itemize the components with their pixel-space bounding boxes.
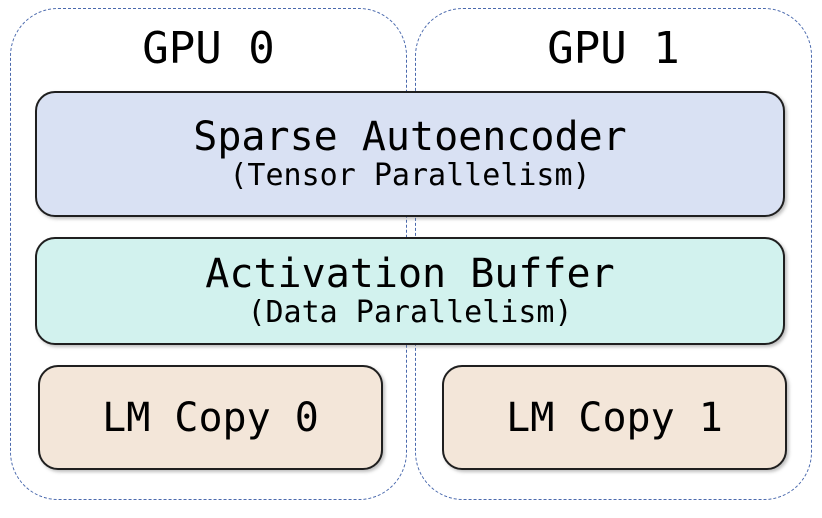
sparse-autoencoder-subtitle: (Tensor Parallelism) — [229, 157, 591, 193]
activation-buffer-title: Activation Buffer — [205, 251, 615, 298]
activation-buffer-subtitle: (Data Parallelism) — [247, 294, 573, 330]
gpu-0-label: GPU 0 — [142, 23, 275, 74]
lm-copy-0-block: LM Copy 0 — [38, 365, 383, 470]
gpu-0-container: GPU 0 — [10, 8, 407, 500]
lm-copy-1-block: LM Copy 1 — [442, 365, 787, 470]
sparse-autoencoder-block: Sparse Autoencoder (Tensor Parallelism) — [35, 91, 785, 217]
lm-copy-1-label: LM Copy 1 — [506, 394, 723, 441]
gpu-1-label: GPU 1 — [547, 23, 680, 74]
sparse-autoencoder-title: Sparse Autoencoder — [193, 114, 627, 161]
lm-copy-0-label: LM Copy 0 — [102, 394, 319, 441]
activation-buffer-block: Activation Buffer (Data Parallelism) — [35, 237, 785, 345]
